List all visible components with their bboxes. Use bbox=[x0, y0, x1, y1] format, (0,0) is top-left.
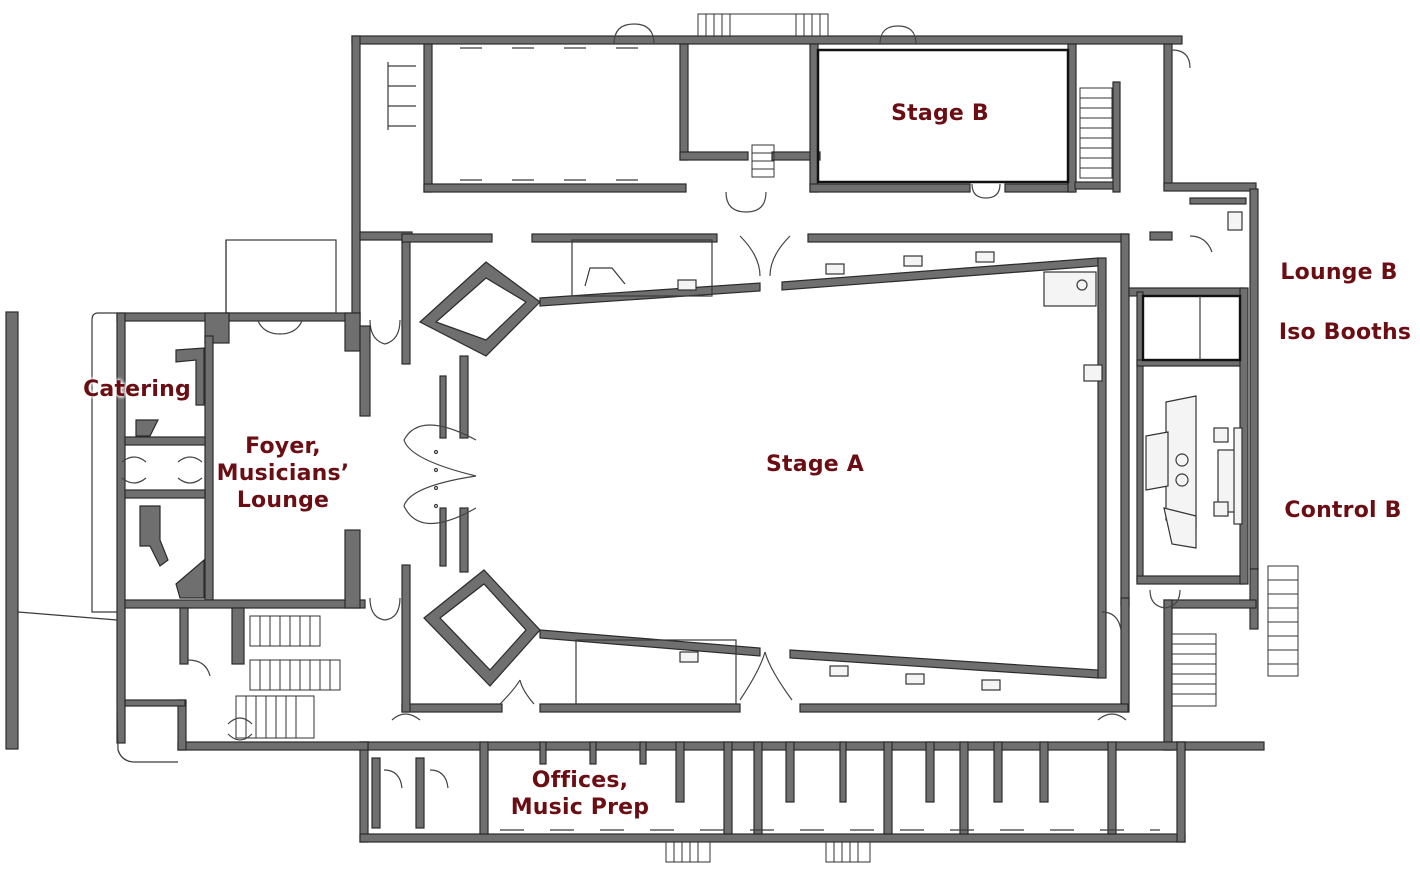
label-lounge-b: Lounge B bbox=[1280, 260, 1398, 285]
label-catering: Catering bbox=[83, 377, 191, 402]
label-stage-a: Stage A bbox=[766, 452, 864, 477]
label-control-b: Control B bbox=[1284, 498, 1402, 523]
foyer-wing bbox=[121, 312, 371, 741]
office-wing bbox=[371, 741, 1160, 863]
label-iso-booths: Iso Booths bbox=[1278, 320, 1412, 345]
stage-a-enclosure bbox=[369, 233, 1130, 721]
top-wing-rooms bbox=[359, 13, 1191, 241]
label-foyer: Foyer, Musicians’ Lounge bbox=[216, 434, 350, 513]
label-stage-b: Stage B bbox=[891, 101, 989, 126]
label-offices: Offices, Music Prep bbox=[510, 768, 650, 820]
right-rooms bbox=[1101, 197, 1299, 707]
